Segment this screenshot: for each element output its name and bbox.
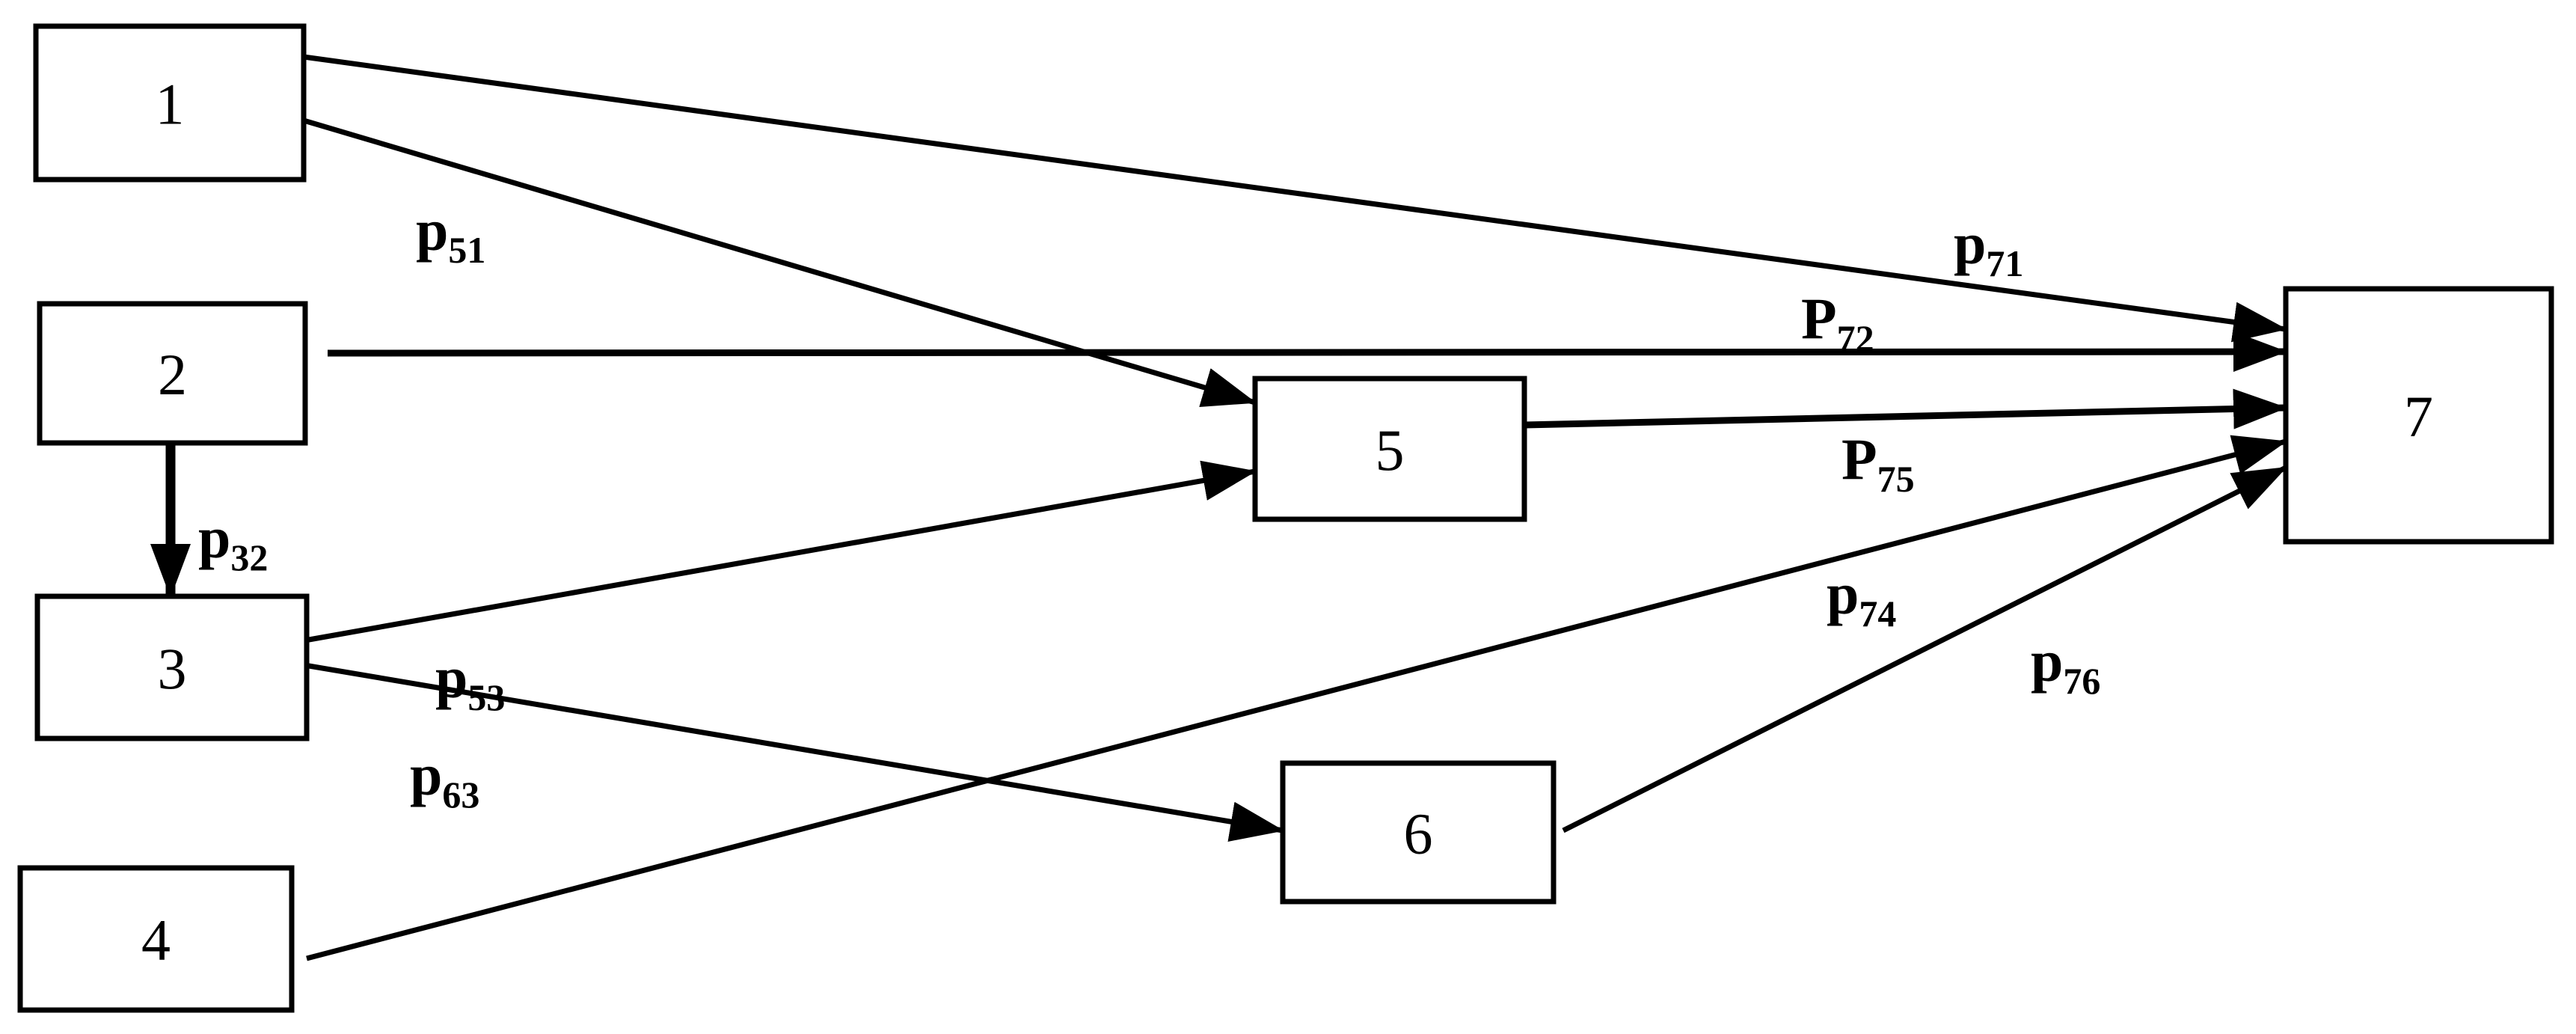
edge-label-sub-p74: 74 xyxy=(1859,593,1896,634)
node-number-7: 7 xyxy=(2404,384,2433,449)
node-box-6 xyxy=(1280,760,1557,905)
edge-label-main-p63: p xyxy=(410,742,442,807)
edge-label-sub-p51: 51 xyxy=(448,229,485,271)
node-number-4: 4 xyxy=(141,908,171,973)
edge-label-main-P75: P xyxy=(1841,426,1877,492)
edge-label-main-p76: p xyxy=(2031,628,2063,694)
edge-label-sub-p53: 53 xyxy=(467,676,505,718)
edge-arrow-P72-from-2-to-7 xyxy=(327,331,2287,373)
edge-label-sub-P72: 72 xyxy=(1837,317,1874,359)
edge-label-p76: p76 xyxy=(2031,628,2100,702)
edge-label-P72: P72 xyxy=(1801,286,1874,359)
edge-label-sub-p63: 63 xyxy=(442,774,479,816)
edge-label-main-p53: p xyxy=(435,645,467,710)
edge-label-main-p32: p xyxy=(198,505,230,570)
node-number-3: 3 xyxy=(158,636,187,701)
edge-arrow-p76-from-6-to-7 xyxy=(1562,465,2287,833)
edge-arrow-p74-from-4-to-7 xyxy=(306,435,2287,961)
edge-label-p53: p53 xyxy=(435,645,505,718)
edge-label-P75: P75 xyxy=(1841,426,1915,500)
node-box-3 xyxy=(34,593,310,741)
node-number-6: 6 xyxy=(1404,801,1433,866)
edge-label-sub-P75: 75 xyxy=(1877,458,1915,500)
node-number-2: 2 xyxy=(158,342,187,407)
node-number-1: 1 xyxy=(156,72,185,137)
edge-label-sub-p71: 71 xyxy=(1986,242,2023,284)
edge-arrow-p63-from-3-to-6 xyxy=(308,663,1284,842)
edge-label-p74: p74 xyxy=(1827,561,1896,634)
edges-layer xyxy=(150,54,2287,961)
edge-label-sub-p32: 32 xyxy=(230,536,268,578)
node-number-5: 5 xyxy=(1376,417,1405,483)
edge-label-p51: p51 xyxy=(416,198,485,271)
edge-label-p32: p32 xyxy=(198,505,268,578)
node-box-2 xyxy=(37,301,308,446)
node-box-7 xyxy=(2283,286,2554,545)
node-box-5 xyxy=(1252,376,1527,522)
node-box-4 xyxy=(17,865,295,1013)
edge-label-main-p51: p xyxy=(416,198,448,263)
edge-label-main-p71: p xyxy=(1954,211,1986,276)
edge-label-main-P72: P xyxy=(1801,286,1837,351)
node-box-1 xyxy=(33,23,307,183)
edge-label-p63: p63 xyxy=(410,742,479,816)
edge-arrow-P75-from-5-to-7 xyxy=(1524,388,2287,429)
edge-label-main-p74: p xyxy=(1827,561,1859,626)
edge-label-p71: p71 xyxy=(1954,211,2023,284)
edge-arrow-p53-from-3-to-5 xyxy=(308,460,1257,643)
edge-arrow-p71-from-1-to-7 xyxy=(303,54,2287,343)
nodes-layer: 1 2 3 4 5 6 7 xyxy=(17,23,2554,1013)
edge-label-sub-p76: 76 xyxy=(2063,660,2100,702)
